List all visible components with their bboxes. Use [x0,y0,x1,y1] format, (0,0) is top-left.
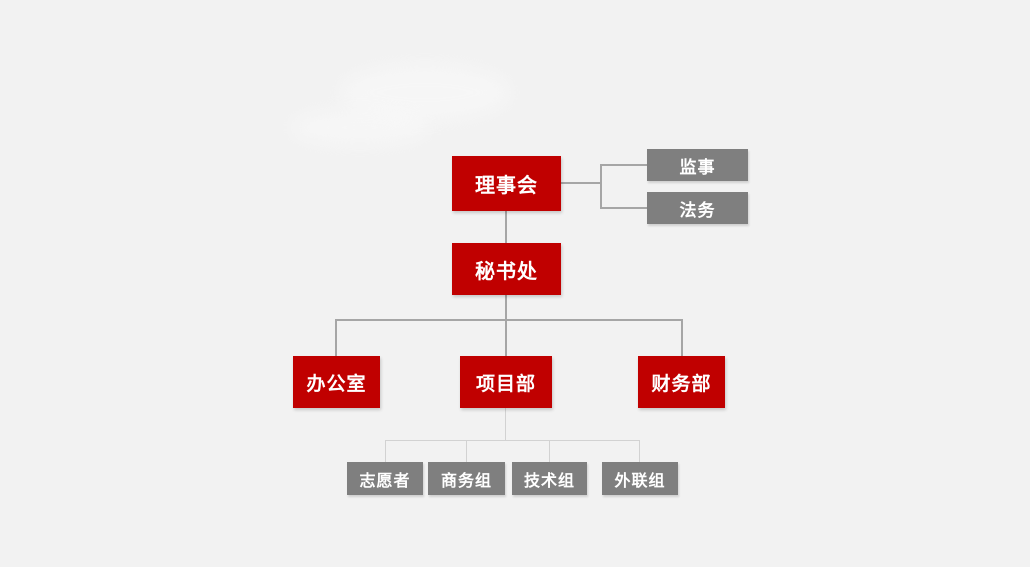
node-outreach: 外联组 [602,462,678,495]
node-legal: 法务 [647,192,748,224]
connector-drop-business [466,441,467,462]
node-tech-label: 技术组 [523,472,575,490]
connector-drop-office [335,321,337,357]
node-outreach-label: 外联组 [614,472,666,490]
node-board: 理事会 [452,156,561,211]
connector-drop-outreach [639,441,640,462]
node-business-label: 商务组 [440,472,492,490]
node-finance: 财务部 [638,356,725,408]
background-smudge [290,110,430,145]
node-project-label: 项目部 [475,373,536,395]
connector-secretariat-stem [505,295,507,321]
connector-groups-bus [385,440,640,441]
connector-to-legal [600,207,647,209]
background-smudge [340,65,510,120]
connector-drop-volunteers [385,441,386,462]
node-volunteers: 志愿者 [347,462,423,495]
connector-project-stem [505,408,506,440]
connector-board-bracket-h [561,182,602,184]
connector-board-secretariat [505,211,507,243]
node-finance-label: 财务部 [651,373,712,395]
connector-bracket-v [600,164,602,209]
connector-drop-project [505,321,507,357]
node-board-label: 理事会 [475,175,538,197]
connector-drop-finance [681,321,683,357]
node-business: 商务组 [428,462,505,495]
node-supervisor: 监事 [647,149,748,181]
node-secretariat: 秘书处 [452,243,561,295]
node-tech: 技术组 [512,462,587,495]
connector-to-supervisor [600,164,647,166]
connector-drop-tech [549,441,550,462]
node-project: 项目部 [460,356,552,408]
node-office: 办公室 [293,356,380,408]
node-legal-label: 法务 [679,200,716,220]
node-supervisor-label: 监事 [679,157,716,177]
node-secretariat-label: 秘书处 [475,260,538,283]
connector-departments-bus [335,319,683,321]
node-volunteers-label: 志愿者 [359,472,411,490]
node-office-label: 办公室 [306,373,367,395]
